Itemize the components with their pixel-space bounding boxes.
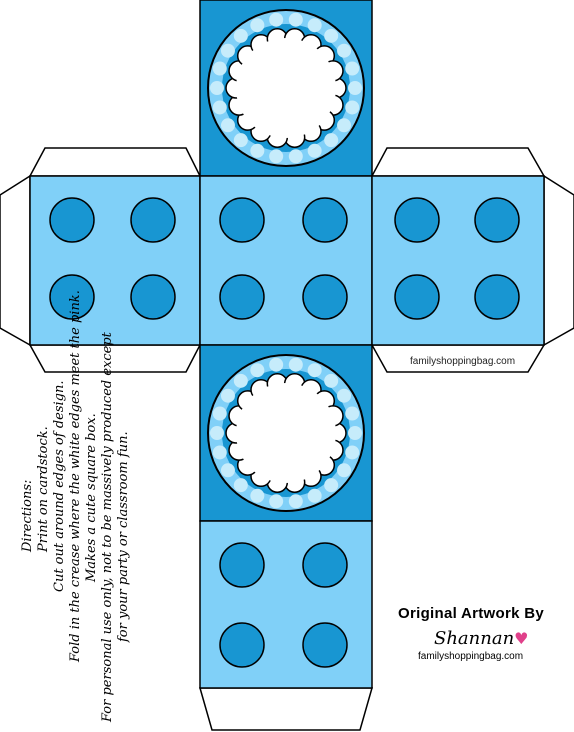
medallion-dot [250,488,265,503]
dot [302,542,348,588]
directions-line: Cut out around edges of design. [52,380,67,593]
dot [302,622,348,668]
medallion-dot [307,143,322,158]
right-panel [371,175,545,346]
dots [49,197,520,668]
medallion-dot [348,81,362,95]
medallion-dot [324,28,339,43]
medallion-dot [269,494,284,509]
dot [219,197,265,243]
medallion-dot [269,149,284,164]
medallion-dot [324,373,339,388]
medallion-center [236,38,336,138]
heart-icon: ♥ [514,629,529,648]
directions-line: Makes a cute square box. [84,413,99,582]
medallion-dot [250,18,265,33]
dot [394,197,440,243]
medallion-dot [337,118,352,133]
center-panel [199,175,373,346]
dot [474,197,520,243]
dot [302,274,348,320]
bottom-tab [199,687,373,731]
directions-title: Directions: [20,479,35,552]
medallion-dot [307,363,322,378]
medallion-dot [348,426,362,440]
medallion-dot [220,388,235,403]
dot [394,274,440,320]
directions-line: for your party or classroom fun. [116,431,131,642]
top-medallion [207,9,365,167]
medallion-dot [210,426,224,440]
medallion-dot [345,445,360,460]
dot [219,542,265,588]
medallion-dot [233,133,248,148]
medallion-dot [250,143,265,158]
signature-text: Shannan [434,628,515,649]
medallion-dot [233,28,248,43]
flap-watermark: familyshoppingbag.com [410,356,516,367]
medallion-dot [337,463,352,478]
dot [474,274,520,320]
dot [219,622,265,668]
directions-line: Fold in the crease where the white edges… [68,290,83,662]
credit-title: Original Artwork By [398,605,545,622]
dot [302,197,348,243]
medallion-center [236,383,336,483]
directions-line: For personal use only, not to be massive… [100,332,115,722]
medallion-dot [307,488,322,503]
dot [130,274,176,320]
medallion-dot [288,357,303,372]
artwork-credit: Original Artwork By Shannan♥ familyshopp… [398,605,574,662]
left-tabs [0,147,202,373]
medallion-dot [212,61,227,76]
dot [49,274,95,320]
bottom-panel [199,520,373,689]
medallion-dot [220,43,235,58]
medallion-dot [345,61,360,76]
medallion-dot [288,494,303,509]
medallion-dot [324,478,339,493]
credit-site: familyshoppingbag.com [418,651,524,662]
medallion-dot [324,133,339,148]
medallion-dot [337,388,352,403]
medallion-dot [212,445,227,460]
medallion-dot [233,373,248,388]
medallion-dot [345,100,360,115]
dot [130,197,176,243]
dot [219,274,265,320]
medallion-dot [269,12,284,27]
medallion-dot [307,18,322,33]
dot [49,197,95,243]
directions-text: Directions: Print on cardstock. Cut out … [20,290,132,732]
medallion-dot [250,363,265,378]
medallion-dot [288,12,303,27]
medallion-dot [212,406,227,421]
medallion-dot [337,43,352,58]
medallion-dot [220,118,235,133]
medallion-dot [220,463,235,478]
left-panel [29,175,201,346]
medallion-dot [269,357,284,372]
medallion-dot [233,478,248,493]
directions-line: Print on cardstock. [36,426,51,552]
medallion-dot [345,406,360,421]
medallion-dot [212,100,227,115]
medallion-dot [288,149,303,164]
bottom-medallion [207,354,365,512]
medallion-dot [210,81,224,95]
credit-signature: Shannan♥ [434,628,574,649]
